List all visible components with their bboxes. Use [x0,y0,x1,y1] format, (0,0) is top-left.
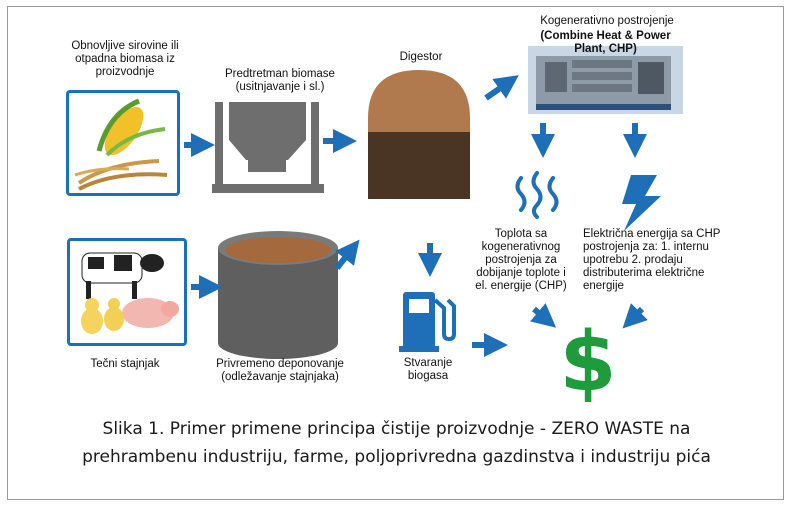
storage-tank-icon [218,231,338,359]
manure-label: Tečni stajnjak [90,358,160,370]
chp-title: Kogenerativno postrojenje [540,15,674,27]
raw-materials-image [66,90,180,196]
dollar-icon: $ [559,315,616,410]
lightning-icon [622,175,661,231]
raw-materials-label: Obnovljive sirovine ili otpadna biomasa … [71,40,179,78]
fuel-pump-icon [399,292,456,352]
figure-caption: Slika 1. Primer primene principa čistije… [20,415,773,471]
chp-subtitle: (Combine Heat & Power Plant, CHP) [540,30,671,55]
heat-label: Toplota sa kogenerativnog postrojenja za… [475,228,567,292]
hopper-icon [212,102,324,193]
corn-wheat-image [74,98,168,191]
livestock-image [81,252,179,334]
pretreatment-label: Predtretman biomase (usitnjavanje i sl.) [225,68,335,93]
digester-icon [368,70,470,199]
chp-engine-image [528,46,683,114]
caption-line-2: prehrambenu industriju, farme, poljopriv… [82,447,711,467]
livestock-image-box [67,238,187,346]
storage-label: Privremeno deponovanje (odležavanje staj… [216,358,344,383]
digestor-label: Digestor [399,51,443,63]
electricity-label: Električna energija sa CHP postrojenja z… [583,228,721,292]
caption-line-1: Slika 1. Primer primene principa čistije… [102,419,691,439]
flow-arrows [184,75,648,357]
biogas-label: Stvaranje biogasa [403,357,453,382]
heat-waves-icon [515,171,559,219]
